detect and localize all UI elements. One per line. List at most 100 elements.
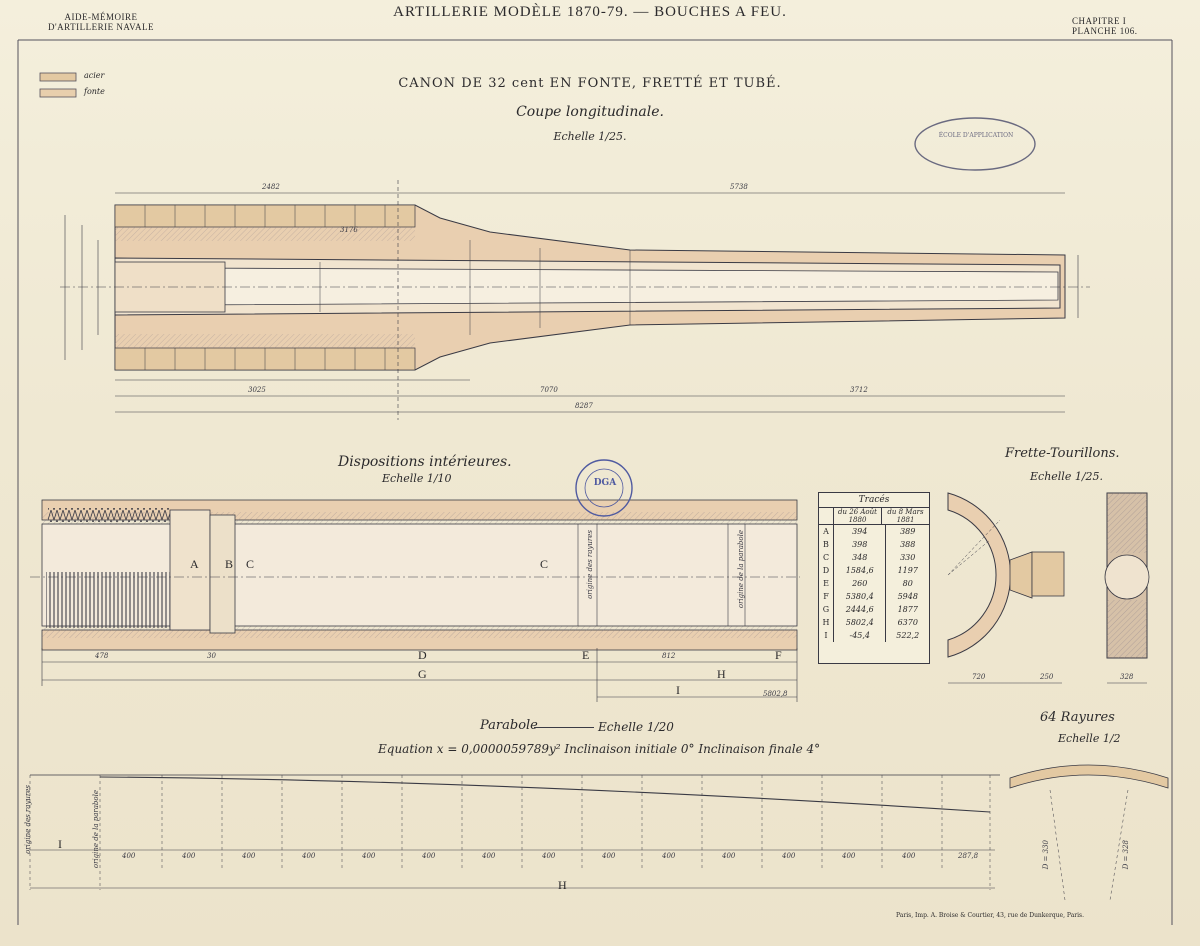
letter-D: D: [418, 648, 427, 662]
traces-value: 1197: [885, 564, 929, 577]
dga-stamp-text: DGA: [593, 478, 617, 488]
letter-B: B: [225, 557, 234, 571]
frette-title: Frette-Tourillons.: [1005, 446, 1120, 461]
cannon-longitudinal-section: [60, 180, 1090, 420]
letter-F: F: [775, 648, 782, 662]
traces-title: Tracés: [819, 493, 929, 508]
parabole-step-label: 400: [302, 852, 316, 860]
interior-section: [30, 499, 800, 702]
letter-G: G: [418, 667, 427, 681]
traces-key: C: [822, 553, 830, 562]
legend-label-acier: acier: [84, 71, 105, 80]
traces-key: A: [823, 527, 829, 536]
interior-scale: Echelle 1/10: [382, 472, 452, 485]
parabole-step-label: 400: [542, 852, 556, 860]
parabola-drawing: [29, 774, 1000, 890]
traces-value: 5380,4: [832, 590, 886, 603]
parabole-step-label: 400: [602, 852, 616, 860]
dim-3176: 3176: [340, 226, 358, 234]
dim-8287: 8287: [575, 402, 593, 410]
header-left-line2: D'ARTILLERIE NAVALE: [48, 22, 154, 32]
dim-3712: 3712: [850, 386, 868, 394]
stamp-oval: [914, 117, 1036, 171]
traces-key: G: [822, 605, 830, 614]
header-right-line2: PLANCHE 106.: [1072, 26, 1138, 36]
frette-dim-328: 328: [1120, 673, 1134, 681]
legend-swatch-fonte: [39, 88, 77, 98]
longitudinal-scale: Echelle 1/25.: [553, 130, 627, 143]
traces-value: 5802,4: [832, 616, 886, 629]
traces-value: 6370: [885, 616, 929, 629]
parabole-label-I: I: [58, 837, 62, 851]
dim-5738: 5738: [730, 183, 748, 191]
traces-key: B: [823, 540, 829, 549]
traces-value: 348: [832, 551, 886, 564]
traces-value: 389: [885, 525, 929, 538]
interior-dim-c: 812: [662, 652, 676, 660]
header-left-line1: AIDE-MÉMOIRE: [64, 12, 138, 22]
letter-H: H: [717, 667, 726, 681]
letter-C-2: C: [540, 557, 549, 571]
traces-value: 5948: [885, 590, 929, 603]
letter-A: A: [190, 557, 199, 571]
stamp-text: ÉCOLE D'APPLICATION: [938, 132, 1014, 139]
traces-value: -45,4: [832, 629, 886, 642]
parabole-step-label: 400: [662, 852, 676, 860]
interior-dim-d: 5802,8: [763, 690, 788, 698]
letter-C-1: C: [246, 557, 255, 571]
letter-I: I: [676, 683, 680, 697]
traces-header: du 26 Août 1880 du 8 Mars 1881: [819, 508, 929, 525]
parabole-title: Parabole: [480, 718, 538, 733]
interior-dim-b: 30: [207, 652, 216, 660]
header-left: AIDE-MÉMOIRE D'ARTILLERIE NAVALE: [46, 12, 156, 32]
traces-key: D: [822, 566, 830, 575]
traces-value: 394: [832, 525, 886, 538]
parabole-origin-rayures: origine des rayures: [24, 785, 32, 854]
traces-key: I: [824, 631, 828, 640]
traces-value: 260: [832, 577, 886, 590]
parabole-step-label: 400: [182, 852, 196, 860]
dim-3025: 3025: [248, 386, 266, 394]
imprint: Paris, Imp. A. Broise & Courtier, 43, ru…: [896, 912, 1085, 919]
dim-7070: 7070: [540, 386, 558, 394]
rayures-scale: Echelle 1/2: [1058, 732, 1121, 745]
parabole-dash: [534, 727, 594, 728]
frette-dim-720: 720: [972, 673, 986, 681]
traces-col2: du 8 Mars 1881: [881, 508, 929, 524]
legend-swatch-acier: [39, 72, 77, 82]
traces-value: 398: [832, 538, 886, 551]
parabole-step-label: 400: [902, 852, 916, 860]
frette-scale: Echelle 1/25.: [1030, 470, 1104, 483]
legend-label-fonte: fonte: [84, 87, 105, 96]
parabole-label-H: H: [558, 878, 567, 892]
parabole-step-label: 400: [422, 852, 436, 860]
parabole-step-label: 400: [122, 852, 136, 860]
traces-value: 2444,6: [832, 603, 886, 616]
dim-2482: 2482: [262, 183, 280, 191]
parabole-scale: Echelle 1/20: [598, 720, 674, 734]
parabole-last-step: 287,8: [958, 852, 979, 860]
interior-dim-a: 478: [95, 652, 109, 660]
frette-tourillons-drawing: [947, 492, 1150, 684]
rayures-dim-2: D = 328: [1122, 840, 1130, 870]
header-right-line1: CHAPITRE I: [1072, 16, 1127, 26]
traces-value: 388: [885, 538, 929, 551]
traces-col1: du 26 Août 1880: [833, 508, 881, 524]
traces-key: H: [822, 618, 830, 627]
dga-stamp: [575, 459, 633, 517]
traces-value: 1584,6: [832, 564, 886, 577]
rayures-dim-1: D = 330: [1042, 840, 1050, 870]
parabole-step-label: 400: [362, 852, 376, 860]
parabole-step-label: 400: [482, 852, 496, 860]
parabole-origin-parabole: origine de la parabole: [92, 790, 100, 869]
header-right: CHAPITRE I PLANCHE 106.: [1072, 16, 1162, 36]
frette-dim-250: 250: [1040, 673, 1054, 681]
traces-key: E: [823, 579, 829, 588]
